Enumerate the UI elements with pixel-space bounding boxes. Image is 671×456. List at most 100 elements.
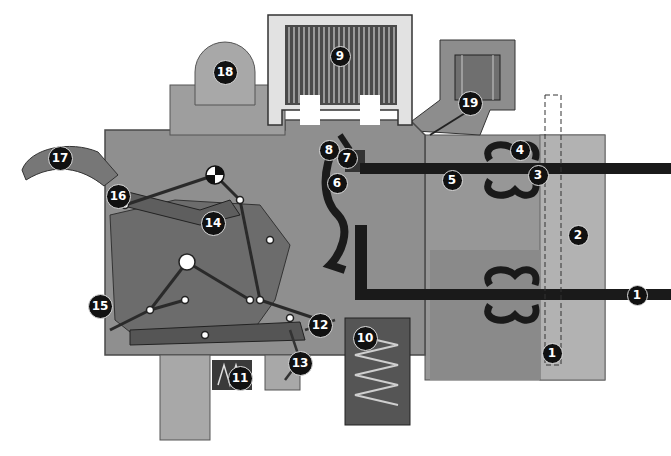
callout-number: 9 (330, 46, 351, 67)
chute-plate (388, 27, 389, 103)
illustration-part (493, 55, 494, 100)
illustration-part (355, 225, 367, 300)
illustration-part (150, 262, 187, 310)
callout-text: 19 (462, 96, 479, 110)
callout-number: 5 (442, 170, 463, 191)
callout-number: 10 (353, 326, 378, 351)
illustration-part (206, 166, 224, 184)
callout-number: 7 (337, 148, 358, 169)
illustration-part (345, 318, 410, 425)
callout-number: 6 (327, 173, 348, 194)
illustration-part (267, 237, 274, 244)
callout-text: 13 (292, 356, 309, 370)
chute-plate (323, 27, 324, 103)
illustration-part (187, 262, 250, 300)
illustration-part (240, 200, 260, 300)
callout-text: 5 (448, 173, 456, 187)
callout-text: 1 (548, 346, 556, 360)
callout-text: 6 (333, 176, 341, 190)
illustration-part (237, 197, 244, 204)
callout-text: 16 (110, 189, 127, 203)
illustration-part (150, 300, 185, 310)
chute-plate (308, 27, 309, 103)
chute-plate (358, 27, 359, 103)
callout-number: 14 (201, 211, 226, 236)
illustration-part (122, 197, 294, 339)
chute-plate (298, 27, 299, 103)
illustration-part (257, 297, 264, 304)
callout-text: 14 (205, 216, 222, 230)
illustration-part (22, 146, 118, 186)
callout-number: 2 (568, 225, 589, 246)
callout-text: 17 (52, 151, 69, 165)
callout-text: 12 (312, 318, 329, 332)
illustration-part (147, 307, 154, 314)
callout-number: 1 (542, 343, 563, 364)
callout-number: 18 (213, 60, 238, 85)
callout-text: 8 (325, 143, 333, 157)
callout-text: 18 (217, 65, 234, 79)
chute-plate (303, 27, 304, 103)
chute-plate (378, 27, 379, 103)
callout-text: 10 (357, 331, 374, 345)
illustration-part (125, 175, 215, 205)
chute-plate (348, 27, 349, 103)
illustration-part (400, 40, 515, 135)
illustration-part (182, 297, 189, 304)
callout-text: 15 (92, 299, 109, 313)
callout-number: 15 (88, 294, 113, 319)
illustration-part (360, 163, 671, 174)
callout-text: 9 (336, 49, 344, 63)
illustration-part (202, 332, 209, 339)
illustration-part (247, 297, 254, 304)
illustration-part (488, 180, 536, 195)
callout-number: 13 (288, 351, 313, 376)
chute-plate (318, 27, 319, 103)
chute-plate (288, 27, 289, 103)
callout-number: 16 (106, 184, 131, 209)
callout-text: 7 (343, 151, 351, 165)
chute-plate (328, 27, 329, 103)
callout-number: 1 (627, 285, 648, 306)
chute-plate (368, 27, 369, 103)
illustration-part (110, 310, 150, 330)
illustration-part (355, 289, 671, 300)
illustration-part (430, 250, 540, 380)
illustration-part (195, 42, 255, 105)
chute-plate (383, 27, 384, 103)
illustration-part (488, 305, 536, 320)
illustration-part (488, 270, 536, 285)
callout-number: 11 (228, 366, 253, 391)
callout-number: 19 (458, 91, 483, 116)
illustration-part (206, 166, 224, 184)
chute-plate (353, 27, 354, 103)
callout-number: 12 (308, 313, 333, 338)
callout-text: 4 (516, 143, 524, 157)
callout-text: 1 (633, 288, 641, 302)
illustration-part (300, 95, 320, 125)
chute-plate (293, 27, 294, 103)
illustration-part (179, 254, 195, 270)
illustration-part (285, 25, 397, 105)
chute-plate (393, 27, 394, 103)
illustration-part (212, 360, 252, 390)
callout-text: 2 (574, 228, 582, 242)
chute-plate (313, 27, 314, 103)
illustration-part (160, 355, 210, 440)
chute-plate (363, 27, 364, 103)
illustration-part (110, 175, 320, 330)
illustration-part (268, 15, 412, 125)
callout-number: 4 (510, 140, 531, 161)
callout-text: 3 (534, 168, 542, 182)
callout-text: 11 (232, 371, 249, 385)
callout-number: 3 (528, 165, 549, 186)
illustration-part (520, 289, 545, 300)
illustration-part (360, 95, 380, 125)
illustration-part (130, 322, 305, 345)
chute-plate (373, 27, 374, 103)
callout-number: 17 (48, 146, 73, 171)
illustration-part (545, 95, 561, 365)
illustration-part (289, 27, 394, 103)
illustration-part (287, 315, 294, 322)
